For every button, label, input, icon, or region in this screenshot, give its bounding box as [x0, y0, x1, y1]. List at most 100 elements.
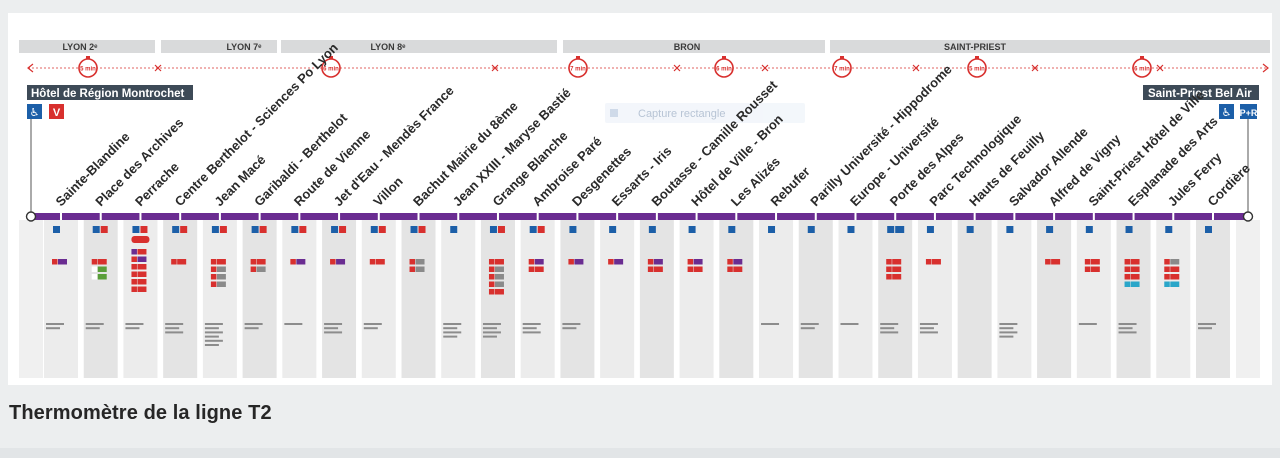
connection-badge-icon [52, 259, 58, 265]
station-note-line [85, 327, 100, 330]
station-tick [814, 209, 817, 220]
terminus-right: Saint-Priest Bel Air ♿ P+R [1143, 85, 1259, 213]
station-tick [457, 209, 460, 220]
station-tick [377, 209, 380, 220]
connection-line-icon [216, 259, 226, 265]
connection-line-icon [97, 259, 107, 265]
station-note-line [46, 323, 64, 325]
station-tick [894, 209, 897, 220]
walk-timer-icon: 6 min [321, 56, 341, 78]
velov-icon [49, 104, 64, 119]
walk-time-label: 6 min [716, 67, 732, 73]
wheelchair-icon [847, 226, 855, 233]
walk-time-label: 5 min [80, 67, 96, 73]
connection-line-icon [733, 266, 743, 272]
wheelchair-icon [132, 226, 140, 233]
connection-line-icon [733, 259, 743, 265]
velov-icon [219, 226, 227, 233]
wheelchair-icon [609, 226, 617, 233]
connection-badge-icon [488, 266, 495, 272]
station-tick [933, 209, 936, 220]
connection-line-icon [892, 259, 902, 265]
wheelchair-icon [807, 226, 815, 233]
wheelchair-icon [1125, 226, 1133, 233]
connection-line-icon [1170, 274, 1180, 280]
sncf-icon [131, 236, 150, 243]
station-tick [854, 209, 857, 220]
station-name[interactable]: Villon [370, 174, 406, 210]
station-tick [695, 209, 698, 220]
station-column [123, 220, 158, 378]
connection-line-icon [1090, 259, 1100, 265]
connection-line-icon [336, 259, 346, 265]
wheelchair-icon [529, 226, 537, 233]
wheelchair-icon [1046, 226, 1054, 233]
connection-line-icon [1051, 259, 1061, 265]
connection-badge-icon [409, 266, 416, 272]
connection-badge-icon [131, 249, 137, 255]
connection-line-icon [693, 259, 703, 265]
station-column [480, 220, 515, 378]
segment-separator-icon [673, 64, 681, 72]
wheelchair-icon [291, 226, 299, 233]
walk-timer-icon: 5 min [78, 56, 98, 78]
wheelchair-icon [251, 226, 259, 233]
terminus-dot [25, 211, 37, 222]
svg-text:♿: ♿ [1222, 106, 1232, 119]
station-tick [655, 209, 658, 220]
station-note-line [165, 327, 180, 330]
segment-separator-icon [1156, 64, 1164, 72]
station-note-line [999, 331, 1018, 334]
wheelchair-icon [1085, 226, 1093, 233]
zone-label: LYON 7ᵉ [226, 42, 262, 52]
connection-line-icon [1130, 259, 1140, 265]
connection-badge-icon [171, 259, 177, 265]
svg-text:Capture rectangle: Capture rectangle [638, 108, 725, 120]
station-name[interactable]: Parilly Université - Hippodrome [807, 62, 955, 210]
connection-badge-icon [1164, 274, 1170, 280]
connection-badge-icon [409, 259, 416, 265]
connection-line-icon [494, 259, 504, 265]
station-notes [46, 323, 1216, 346]
station-name[interactable]: Ambroise Paré [529, 134, 604, 209]
station-tick [1053, 209, 1056, 220]
connection-badge-icon [1164, 259, 1170, 265]
station-tick [973, 209, 976, 220]
station-name[interactable]: Alfred de Vigny [1046, 131, 1124, 209]
station-column [759, 220, 794, 378]
connection-badge-icon [528, 259, 535, 265]
zone-bar [563, 40, 825, 53]
station-note-line [919, 323, 938, 325]
zone-bar-group: LYON 2ᵉ LYON 7ᵉ LYON 8ᵉ BRON SAINT-PRIES… [19, 40, 1270, 53]
connection-badge-icon [528, 266, 535, 272]
connection-line-icon [494, 281, 504, 287]
connection-line-icon [494, 266, 504, 272]
station-tick [60, 209, 62, 220]
connection-line-icon [58, 259, 67, 265]
station-column [83, 220, 118, 378]
bottom-strip [0, 448, 1280, 458]
station-column [242, 220, 277, 378]
station-column [44, 220, 78, 378]
station-column [1116, 220, 1151, 378]
station-note-line [165, 323, 184, 325]
station-column [361, 220, 396, 378]
svg-text:♿: ♿ [30, 106, 40, 119]
connection-badge-icon [369, 259, 376, 265]
connection-badge-icon [131, 286, 137, 292]
zone-bar [281, 40, 557, 53]
connection-badge-icon [608, 259, 614, 265]
station-tick [576, 209, 579, 220]
connection-line-icon [534, 266, 544, 272]
station-note-line [284, 323, 303, 325]
station-column [719, 220, 754, 378]
station-note-line [204, 323, 223, 325]
station-note-line [800, 327, 815, 330]
connection-badge-icon [1084, 259, 1091, 265]
station-column [1196, 220, 1230, 378]
segment-separator-icon [1031, 64, 1039, 72]
walk-time-label: 6 min [1134, 67, 1150, 73]
station-tick [1013, 209, 1016, 220]
connection-badge-icon [886, 266, 892, 272]
